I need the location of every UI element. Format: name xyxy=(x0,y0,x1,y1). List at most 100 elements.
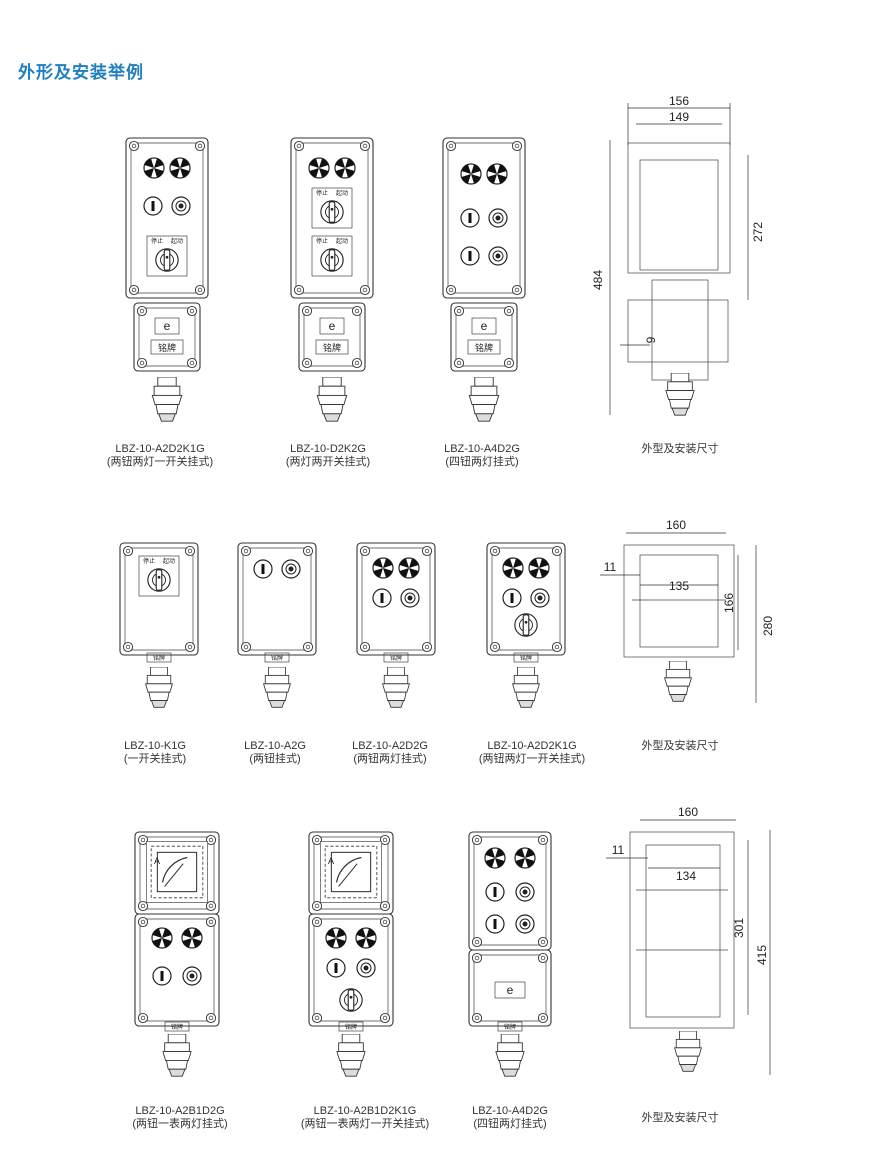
terminal-box-inner xyxy=(138,307,196,367)
enclosure xyxy=(308,913,394,1027)
enclosure-upper-inner xyxy=(447,142,521,294)
cable-gland-icon xyxy=(316,377,348,422)
ammeter-icon xyxy=(146,841,208,903)
terminal-box xyxy=(133,302,201,372)
boss-icon xyxy=(471,936,483,948)
boss-icon xyxy=(194,284,206,296)
lamp-icon xyxy=(486,163,508,185)
switch-start-label: 起动 xyxy=(171,237,183,245)
cable-gland-icon xyxy=(664,661,692,702)
boss-icon xyxy=(445,140,457,152)
stop-button-icon xyxy=(460,246,480,266)
caption-5: LBZ-10-A2G(两钮挂式) xyxy=(244,740,306,765)
boss-icon xyxy=(471,1012,483,1024)
e-mark-box xyxy=(319,317,345,335)
frame-inner xyxy=(639,554,719,648)
enclosure-upper-inner xyxy=(130,142,204,294)
caption-10: LBZ-10-A4D2G(四钮两灯挂式) xyxy=(472,1105,548,1130)
switch-start-label: 起动 xyxy=(336,237,348,245)
lamp-icon xyxy=(334,157,356,179)
boss-icon xyxy=(351,357,363,369)
switch-plate xyxy=(311,235,353,277)
switch-stop-label: 停止 xyxy=(316,237,328,245)
nameplate-box xyxy=(264,652,290,663)
dim-mount: 301 xyxy=(732,918,746,938)
switch-stop-label: 停止 xyxy=(151,237,163,245)
nameplate-label: 铭牌 xyxy=(475,342,493,353)
page-title: 外形及安装举例 xyxy=(18,63,144,82)
boss-icon xyxy=(471,834,483,846)
boss-icon xyxy=(445,284,457,296)
dim-inner-width: 134 xyxy=(676,869,696,883)
e-mark-box xyxy=(471,317,497,335)
boss-icon xyxy=(122,545,134,557)
nameplate-box xyxy=(338,1021,364,1032)
cable-gland-icon xyxy=(468,377,500,422)
pushbutton-icon xyxy=(515,882,535,902)
boss-icon xyxy=(184,545,196,557)
boss-icon xyxy=(136,357,148,369)
boss-icon xyxy=(194,140,206,152)
meter-mark: A xyxy=(328,856,334,866)
nameplate-label: 铭牌 xyxy=(323,342,341,353)
dim-inner-width: 135 xyxy=(669,579,689,593)
enclosure-upper-inner xyxy=(473,836,547,946)
nameplate-box xyxy=(383,652,409,663)
enclosure-inner xyxy=(491,547,561,651)
caption-3: LBZ-10-A4D2G(四钮两灯挂式) xyxy=(444,443,520,468)
nameplate-box xyxy=(150,339,184,355)
cable-gland-icon xyxy=(162,1034,192,1077)
switch-plate xyxy=(138,555,180,597)
boss-icon xyxy=(359,545,371,557)
rotary-switch-icon xyxy=(514,613,538,637)
pushbutton-icon xyxy=(488,208,508,228)
frame-inner xyxy=(645,844,721,1018)
switch-start-label: 起动 xyxy=(336,189,348,197)
dim-caption-3: 外型及安装尺寸 xyxy=(641,1112,719,1124)
dim-height: 280 xyxy=(761,616,775,636)
nameplate-box xyxy=(315,339,349,355)
lamp-icon xyxy=(372,557,394,579)
cable-gland-icon xyxy=(336,1034,366,1077)
enclosure-inner xyxy=(139,918,215,1022)
caption-9: LBZ-10-A2B1D2K1G(两钮一表两灯一开关挂式) xyxy=(300,1105,430,1130)
rotary-switch-icon xyxy=(147,568,171,592)
cable-gland-icon xyxy=(263,667,291,708)
dim-caption-2: 外型及安装尺寸 xyxy=(641,740,719,752)
enclosure xyxy=(237,542,317,656)
meter-mark: A xyxy=(154,856,160,866)
terminal-box-inner xyxy=(473,954,547,1022)
lamp-icon xyxy=(143,157,165,179)
lamp-icon xyxy=(325,927,347,949)
dim-mount: 166 xyxy=(722,593,736,613)
boss-icon xyxy=(503,357,515,369)
lamp-icon xyxy=(355,927,377,949)
cable-gland-icon xyxy=(145,667,173,708)
boss-icon xyxy=(537,936,549,948)
boss-icon xyxy=(240,641,252,653)
pushbutton-icon xyxy=(182,966,202,986)
dim-height: 484 xyxy=(591,270,605,290)
boss-icon xyxy=(137,916,149,928)
e-mark-box xyxy=(494,981,526,999)
terminal-box xyxy=(450,302,518,372)
e-mark: e xyxy=(507,983,514,997)
boss-icon xyxy=(186,305,198,317)
boss-icon xyxy=(311,916,323,928)
boss-icon xyxy=(301,305,313,317)
boss-icon xyxy=(240,545,252,557)
terminal-box xyxy=(468,949,552,1027)
stop-button-icon xyxy=(502,588,522,608)
enclosure-inner xyxy=(313,918,389,1022)
enclosure-inner xyxy=(361,547,431,651)
rotary-switch-icon xyxy=(320,248,344,272)
lamp-icon xyxy=(514,847,536,869)
dim-offset: 11 xyxy=(612,843,625,857)
enclosure-inner xyxy=(242,547,312,651)
boss-icon xyxy=(379,1012,391,1024)
stop-button-icon xyxy=(152,966,172,986)
dim-height: 415 xyxy=(755,945,769,965)
cable-gland-icon xyxy=(665,373,695,416)
stop-button-icon xyxy=(143,196,163,216)
